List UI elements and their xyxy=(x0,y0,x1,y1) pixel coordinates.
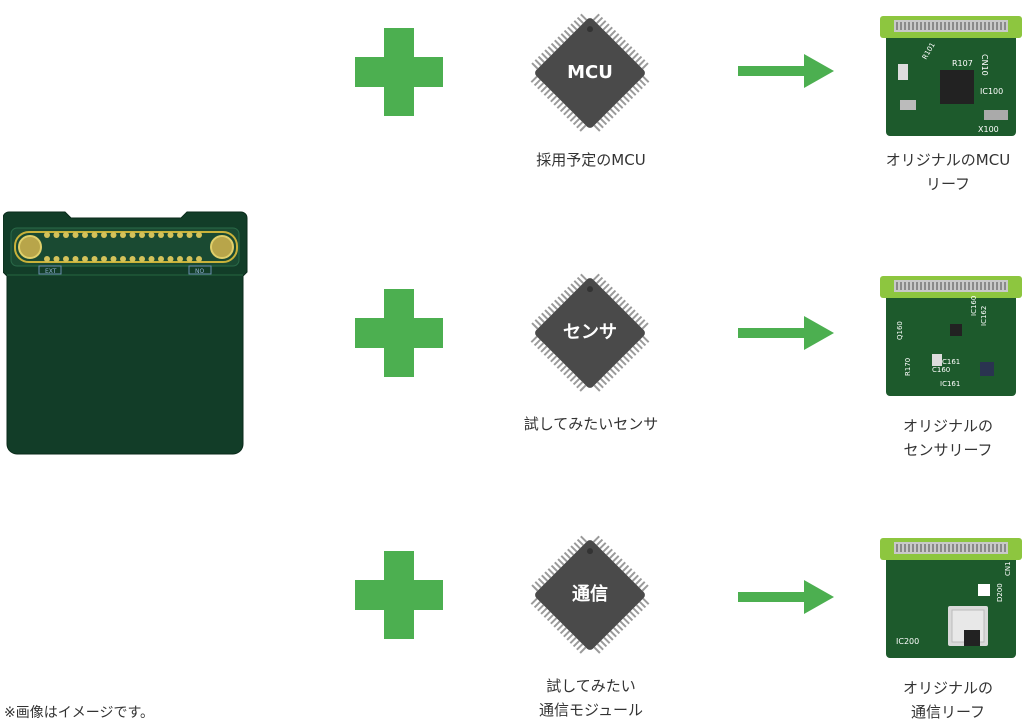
plus-icon-sensor xyxy=(355,289,443,377)
arrow-right-icon-mcu xyxy=(738,54,834,88)
leaf-silk-mcu-r: R107 xyxy=(952,59,973,68)
leaf-silk-sensor-ic160: IC160 xyxy=(970,296,978,316)
chip-label-mcu: MCU xyxy=(567,62,613,83)
chip-label-comm: 通信 xyxy=(572,584,608,605)
leaf-silk-sensor-ic161: IC161 xyxy=(940,380,960,388)
leaf-silk-comm-d: D200 xyxy=(996,583,1004,602)
leaf-silk-comm-ic: IC200 xyxy=(896,637,919,646)
leaf-board-image-comm: IC200 D200 CN1 xyxy=(880,538,1022,658)
leaf-silk-comm-cn: CN1 xyxy=(1004,561,1012,576)
chip-caption-sensor: 試してみたいセンサ xyxy=(505,412,677,436)
caption-line: 通信モジュール xyxy=(539,701,643,719)
plus-icon-comm xyxy=(355,551,443,639)
caption-line: 試してみたいセンサ xyxy=(523,415,659,433)
caption-line: リーフ xyxy=(925,175,971,193)
base-silk-right: NO xyxy=(195,268,204,275)
leaf-board-image-mcu: CN10 R107 IC100 X100 R101 xyxy=(880,16,1022,136)
leaf-silk-mcu-x: X100 xyxy=(978,125,999,134)
caption-line: 通信リーフ xyxy=(910,703,986,721)
leaf-caption-mcu: オリジナルのMCU リーフ xyxy=(868,148,1024,196)
leaf-silk-sensor-q: Q160 xyxy=(896,321,904,340)
arrow-right-icon-sensor xyxy=(738,316,834,350)
chip-caption-comm: 試してみたい 通信モジュール xyxy=(515,674,667,722)
caption-line: 採用予定のMCU xyxy=(536,151,646,169)
leaf-silk-sensor-r170: R170 xyxy=(904,358,912,376)
image-disclaimer-note: ※画像はイメージです。 xyxy=(4,705,155,721)
base-board-image: EXT NO xyxy=(3,211,248,455)
leaf-silk-mcu-ic: IC100 xyxy=(980,87,1003,96)
leaf-caption-comm: オリジナルの 通信リーフ xyxy=(868,676,1024,724)
arrow-right-icon-comm xyxy=(738,580,834,614)
caption-line: 試してみたい xyxy=(546,677,636,695)
leaf-caption-sensor: オリジナルの センサリーフ xyxy=(868,414,1024,462)
leaf-silk-sensor-c160: C160 xyxy=(932,366,950,374)
caption-line: センサリーフ xyxy=(903,441,993,459)
caption-line: オリジナルのMCU xyxy=(885,151,1011,169)
caption-line: オリジナルの xyxy=(902,417,993,435)
leaf-silk-sensor-c161: C161 xyxy=(942,358,960,366)
leaf-board-image-sensor: Q160 IC160 IC162 C161 C160 R170 IC161 xyxy=(880,276,1022,396)
chip-icon-comm: 通信 xyxy=(521,526,659,664)
leaf-silk-sensor-ic162: IC162 xyxy=(980,306,988,326)
caption-line: オリジナルの xyxy=(902,679,993,697)
leaf-silk-mcu-cn: CN10 xyxy=(980,54,989,76)
chip-caption-mcu: 採用予定のMCU xyxy=(515,148,667,172)
chip-icon-sensor: センサ xyxy=(521,264,659,402)
plus-icon-mcu xyxy=(355,28,443,116)
chip-icon-mcu: MCU xyxy=(521,4,659,142)
base-silk-left: EXT xyxy=(45,268,57,275)
chip-label-sensor: センサ xyxy=(563,322,617,343)
